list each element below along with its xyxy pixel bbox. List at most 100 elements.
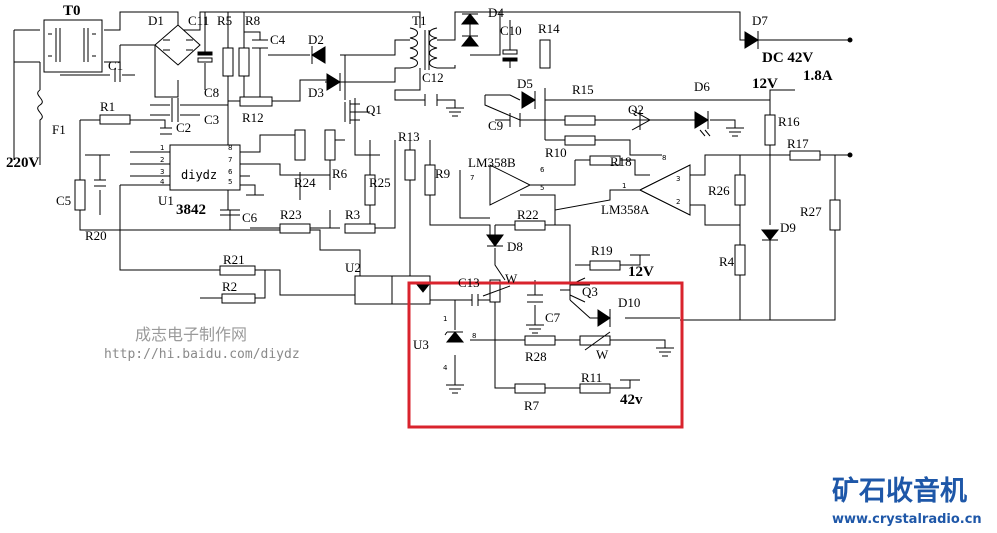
label-r3: R3 [345, 207, 360, 222]
resistor-r27 [829, 199, 841, 231]
label-u3: U3 [413, 337, 429, 352]
resistor-r21 [219, 265, 256, 276]
label-t0: T0 [63, 3, 81, 19]
dc-output-label: DC 42V [762, 50, 813, 66]
label-r26: R26 [708, 183, 730, 198]
watermark-url: http://hi.baidu.com/diydz [104, 347, 300, 362]
pin-3: 3 [160, 168, 164, 176]
labels: T0 D1 C11 R5 R8 C4 D2 T1 D4 C10 R14 D7 D… [6, 3, 833, 413]
resistor-r11 [579, 383, 611, 394]
resistor-r1 [99, 114, 131, 125]
label-r19: R19 [591, 243, 613, 258]
label-c5: C5 [56, 193, 71, 208]
label-d3: D3 [308, 85, 324, 100]
resistor-r13 [404, 149, 416, 181]
label-c11: C11 [188, 13, 209, 28]
label-c8: C8 [204, 85, 219, 100]
label-r8: R8 [245, 13, 260, 28]
opamp-a-pin-3: 3 [676, 175, 680, 183]
label-c3: C3 [204, 112, 219, 127]
resistor-r17 [789, 150, 821, 161]
label-r21: R21 [223, 252, 245, 267]
label-c10: C10 [500, 23, 522, 38]
label-d7: D7 [752, 13, 768, 28]
label-t1: T1 [412, 13, 426, 28]
label-d6: D6 [694, 79, 710, 94]
pin-6: 6 [228, 168, 233, 176]
components [43, 13, 853, 394]
wires [13, 11, 850, 389]
u3-pin-4: 4 [443, 364, 448, 372]
opamp-lm358b [489, 164, 532, 206]
label-r15: R15 [572, 82, 594, 97]
label-r18: R18 [610, 154, 632, 169]
resistor-r3 [344, 223, 376, 234]
resistor-r7 [514, 383, 546, 394]
resistor-r9 [424, 164, 436, 196]
resistor-r14 [539, 39, 551, 69]
label-r5: R5 [217, 13, 232, 28]
resistor-r20 [74, 179, 86, 211]
label-w1: W [505, 271, 518, 286]
label-q2: Q2 [628, 102, 644, 117]
aux-voltage-r19: 12V [628, 264, 654, 280]
label-lm358a: LM358A [601, 202, 650, 217]
resistor-r12 [239, 96, 273, 107]
label-r4: R4 [719, 254, 735, 269]
label-r27: R27 [800, 204, 822, 219]
ic-part-label: 3842 [176, 202, 206, 218]
label-c6: C6 [242, 210, 258, 225]
label-d4: D4 [488, 5, 504, 20]
label-r23: R23 [280, 207, 302, 222]
label-d10: D10 [618, 295, 640, 310]
logo-url: www.crystalradio.cn [832, 512, 982, 527]
label-r13: R13 [398, 129, 420, 144]
label-r14: R14 [538, 21, 560, 36]
opamp-b-pin-6: 6 [540, 166, 545, 174]
u3-pin-1: 1 [443, 315, 447, 323]
label-r11: R11 [581, 370, 602, 385]
pin-8: 8 [228, 144, 232, 152]
label-r7: R7 [524, 398, 540, 413]
resistor-r8 [238, 47, 250, 77]
label-c13: C13 [458, 275, 480, 290]
label-d9: D9 [780, 220, 796, 235]
logo-name: 矿石收音机 [832, 475, 967, 507]
highlight-box [407, 281, 684, 429]
opamp-lm358a [638, 164, 691, 216]
resistor-r28 [524, 335, 556, 346]
label-r28: R28 [525, 349, 547, 364]
resistor-r2 [221, 293, 256, 304]
resistor-r23 [279, 223, 311, 234]
label-r20: R20 [85, 228, 107, 243]
choke-t0 [43, 19, 103, 73]
current-label: 1.8A [803, 68, 833, 84]
label-d8: D8 [507, 239, 523, 254]
label-r16: R16 [778, 114, 800, 129]
label-d5: D5 [517, 76, 533, 91]
ac-input-label: 220V [6, 155, 40, 171]
opamp-a-pin-2: 2 [676, 198, 680, 206]
resistor-r15 [564, 115, 596, 126]
pin-7: 7 [228, 156, 232, 164]
resistor-r16 [764, 114, 776, 146]
ref-voltage-label: 42v [620, 392, 643, 408]
pin-2: 2 [160, 156, 164, 164]
label-c12: C12 [422, 70, 444, 85]
opamp-a-pin-1: 1 [622, 182, 626, 190]
label-r25: R25 [369, 175, 391, 190]
resistor-r18 [589, 155, 621, 166]
label-c7: C7 [545, 310, 561, 325]
u3-pin-8: 8 [472, 332, 476, 340]
resistor-r10 [564, 135, 596, 146]
label-lm358b: LM358B [468, 155, 516, 170]
label-w2: W [596, 347, 609, 362]
resistor-r5 [222, 47, 234, 77]
label-f1: F1 [52, 122, 66, 137]
label-d1: D1 [148, 13, 164, 28]
resistor-r24 [294, 129, 306, 161]
label-r12: R12 [242, 110, 264, 125]
resistor-r4 [734, 244, 746, 276]
label-q1: Q1 [366, 102, 382, 117]
pin-4: 4 [160, 178, 165, 186]
